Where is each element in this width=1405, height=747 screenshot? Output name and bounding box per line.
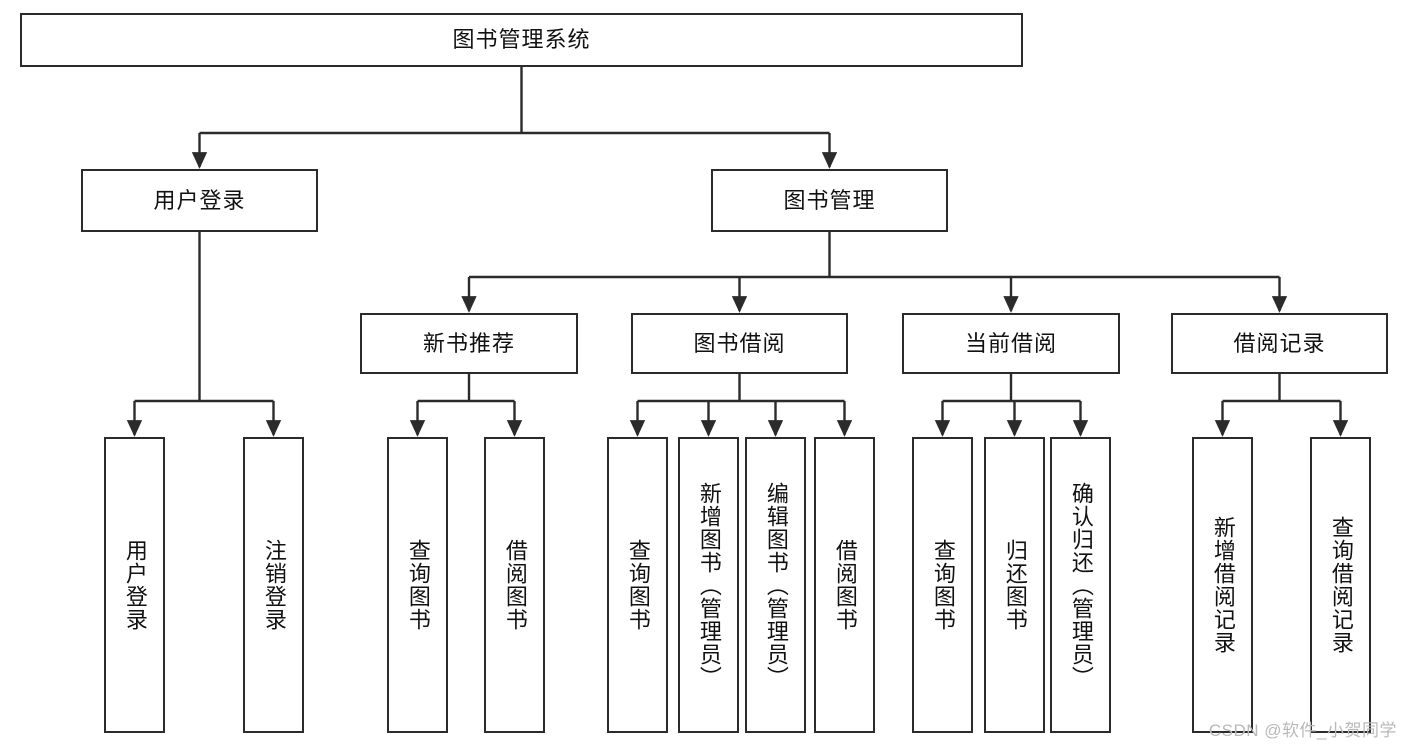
node-label: 用户登录: [153, 187, 246, 213]
node-leaf-bor-4[interactable]: 借阅图书: [814, 437, 875, 733]
node-leaf-login-2[interactable]: 注销登录: [243, 437, 304, 733]
node-label: 借阅图书: [832, 539, 858, 631]
node-label: 借阅图书: [502, 539, 528, 631]
node-leaf-bor-3[interactable]: 编辑图书（管理员）: [745, 437, 806, 733]
node-bookmgmt[interactable]: 图书管理: [711, 169, 948, 232]
node-leaf-rec-2[interactable]: 查询借阅记录: [1310, 437, 1371, 733]
node-borrow[interactable]: 图书借阅: [631, 313, 848, 374]
node-label: 查询图书: [930, 539, 956, 631]
node-label: 用户登录: [122, 539, 148, 631]
node-newbook[interactable]: 新书推荐: [360, 313, 578, 374]
node-label: 查询借阅记录: [1328, 516, 1354, 654]
node-current[interactable]: 当前借阅: [902, 313, 1120, 374]
node-label: 新书推荐: [422, 330, 515, 356]
node-leaf-new-2[interactable]: 借阅图书: [484, 437, 545, 733]
node-label: 查询图书: [405, 539, 431, 631]
node-label: 图书管理系统: [452, 27, 591, 52]
node-leaf-bor-2[interactable]: 新增图书（管理员）: [678, 437, 739, 733]
node-label: 查询图书: [625, 539, 651, 631]
node-label: 借阅记录: [1233, 330, 1326, 356]
node-leaf-cur-3[interactable]: 确认归还（管理员）: [1050, 437, 1111, 733]
node-label: 确认归还（管理员）: [1068, 481, 1094, 689]
node-leaf-new-1[interactable]: 查询图书: [387, 437, 448, 733]
node-leaf-bor-1[interactable]: 查询图书: [607, 437, 668, 733]
node-label: 归还图书: [1002, 539, 1028, 631]
node-label: 当前借阅: [964, 330, 1057, 356]
node-records[interactable]: 借阅记录: [1171, 313, 1388, 374]
node-label: 新增借阅记录: [1210, 516, 1236, 654]
node-leaf-rec-1[interactable]: 新增借阅记录: [1192, 437, 1253, 733]
node-login[interactable]: 用户登录: [81, 169, 318, 232]
node-leaf-cur-2[interactable]: 归还图书: [984, 437, 1045, 733]
node-label: 图书管理: [783, 187, 876, 213]
node-label: 编辑图书（管理员）: [763, 481, 789, 689]
node-label: 图书借阅: [693, 330, 786, 356]
node-leaf-login-1[interactable]: 用户登录: [104, 437, 165, 733]
node-leaf-cur-1[interactable]: 查询图书: [912, 437, 973, 733]
node-label: 新增图书（管理员）: [696, 481, 722, 689]
node-label: 注销登录: [261, 539, 287, 631]
node-root[interactable]: 图书管理系统: [20, 13, 1023, 67]
